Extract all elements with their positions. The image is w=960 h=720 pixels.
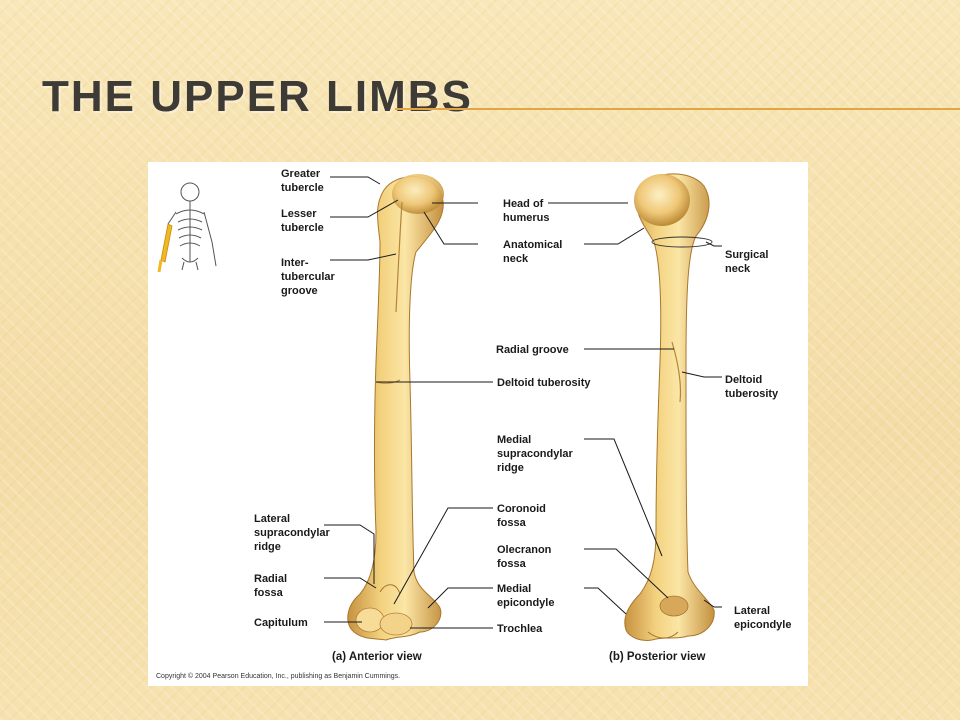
label-deltoid-tuberosity-posterior: Deltoid tuberosity: [725, 374, 779, 400]
label-medial-supracondylar-ridge: Medial supracondylar ridge: [497, 434, 576, 474]
label-greater-tubercle: Greater tubercle: [281, 168, 324, 194]
caption-posterior-view: (b) Posterior view: [609, 651, 706, 663]
humerus-diagram: Greater tubercle Lesser tubercle Inter- …: [156, 168, 791, 680]
label-olecranon-fossa: Olecranon fossa: [497, 544, 554, 570]
label-anatomical-neck: Anatomical neck: [503, 239, 565, 265]
label-surgical-neck: Surgical neck: [725, 249, 771, 275]
label-head-of-humerus: Head of humerus: [503, 198, 549, 224]
label-capitulum: Capitulum: [254, 617, 308, 629]
label-lateral-supracondylar-ridge: Lateral supracondylar ridge: [254, 513, 333, 553]
label-deltoid-tuberosity-anterior: Deltoid tuberosity: [497, 377, 591, 389]
label-radial-fossa: Radial fossa: [254, 573, 290, 599]
slide-title: The Upper Limbs: [42, 72, 473, 121]
copyright-notice: Copyright © 2004 Pearson Education, Inc.…: [156, 672, 400, 680]
caption-anterior-view: (a) Anterior view: [332, 651, 422, 663]
skeleton-icon: [167, 182, 217, 271]
label-trochlea: Trochlea: [497, 623, 543, 635]
highlighted-humerus-icon: [160, 223, 173, 263]
label-medial-epicondyle: Medial epicondyle: [497, 583, 554, 609]
leader-lines: [324, 176, 722, 629]
humerus-posterior-view: [624, 173, 715, 641]
label-radial-groove: Radial groove: [496, 344, 569, 356]
humerus-figure-panel: Greater tubercle Lesser tubercle Inter- …: [148, 162, 808, 686]
highlighted-forearm-icon: [157, 259, 163, 273]
label-lesser-tubercle: Lesser tubercle: [281, 208, 324, 234]
humerus-anterior-view: [347, 174, 444, 641]
label-coronoid-fossa: Coronoid fossa: [497, 503, 549, 529]
title-underline: [395, 108, 960, 110]
label-intertubercular-groove: Inter- tubercular groove: [281, 257, 338, 297]
label-lateral-epicondyle: Lateral epicondyle: [734, 605, 791, 631]
